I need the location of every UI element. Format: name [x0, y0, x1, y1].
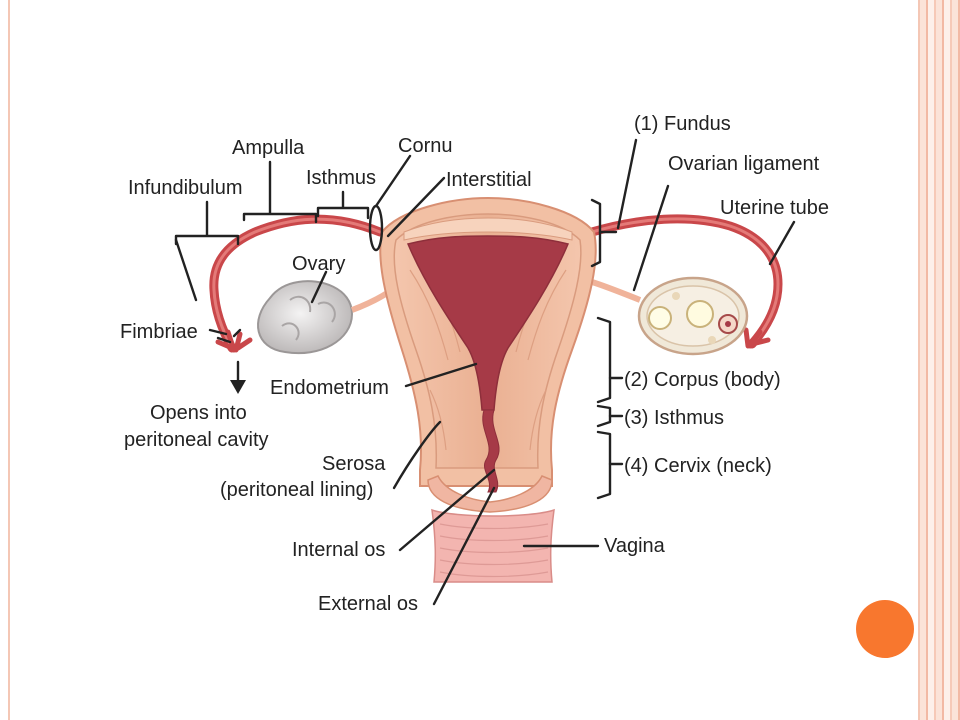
labels: Infundibulum Ampulla Isthmus Cornu Inter… — [120, 113, 829, 615]
cervix — [427, 475, 553, 513]
label-corpus: (2) Corpus (body) — [624, 369, 781, 391]
right-uterine-tube — [587, 214, 783, 349]
label-internal-os: Internal os — [292, 539, 385, 561]
label-fimbriae: Fimbriae — [120, 321, 198, 343]
label-ovarian-ligament: Ovarian ligament — [668, 153, 820, 175]
label-ampulla: Ampulla — [232, 137, 305, 159]
label-serosa-line2: (peritoneal lining) — [220, 479, 373, 501]
left-uterine-tube — [209, 214, 385, 353]
label-serosa-line1: Serosa — [322, 453, 386, 475]
uterus-body — [379, 196, 597, 493]
label-vagina: Vagina — [604, 535, 666, 557]
label-opens-into-line2: peritoneal cavity — [124, 429, 269, 451]
label-infundibulum: Infundibulum — [128, 177, 243, 199]
label-isthmus-tube: Isthmus — [306, 167, 376, 189]
label-cervix: (4) Cervix (neck) — [624, 455, 772, 477]
orange-accent-dot — [856, 600, 914, 658]
right-ovary — [591, 276, 749, 356]
label-endometrium: Endometrium — [270, 377, 389, 399]
label-external-os: External os — [318, 593, 418, 615]
leader-lines — [174, 138, 796, 606]
label-isthmus-uterus: (3) Isthmus — [624, 407, 724, 429]
vagina — [431, 508, 555, 583]
label-fundus: (1) Fundus — [634, 113, 731, 135]
side-stripes-decoration — [920, 0, 960, 720]
left-ovary — [257, 280, 394, 355]
slide-frame — [8, 0, 920, 720]
label-uterine-tube: Uterine tube — [720, 197, 829, 219]
label-cornu: Cornu — [398, 135, 452, 157]
label-ovary: Ovary — [292, 253, 345, 275]
label-opens-into-line1: Opens into — [150, 402, 247, 424]
label-interstitial: Interstitial — [446, 169, 532, 191]
